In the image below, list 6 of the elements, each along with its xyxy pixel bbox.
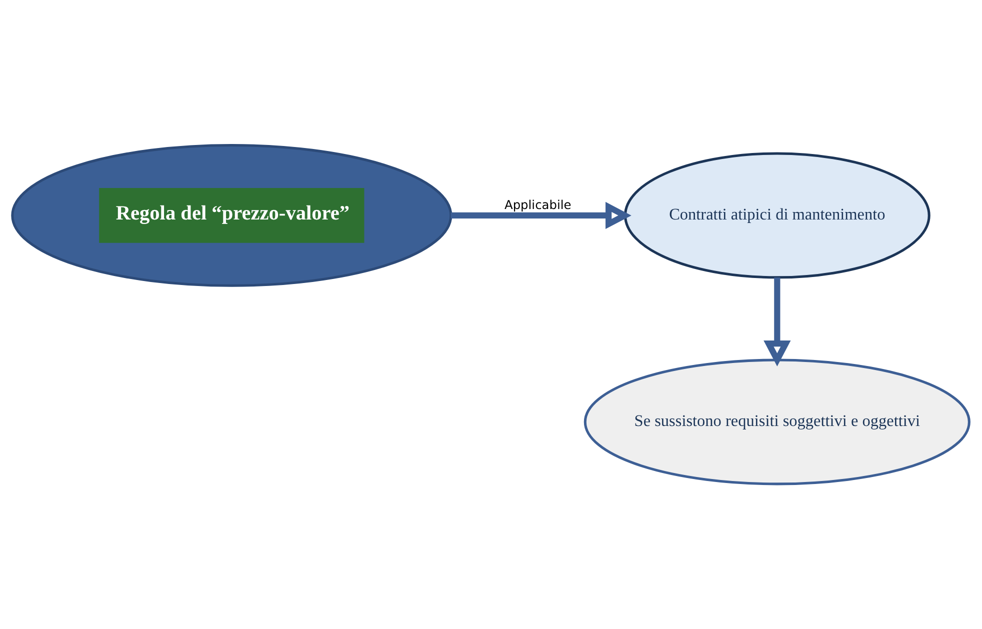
node-ellipse: Se sussistono requisiti soggettivi e oggettivi: [584, 358, 970, 486]
node-ellipse: Contratti atipici di mantenimento: [624, 152, 930, 279]
arrow: [450, 202, 632, 230]
arrow: [764, 278, 791, 366]
node-ellipse: Regola del “prezzo-valore”: [11, 144, 452, 287]
edge-label: Applicabile: [504, 198, 572, 212]
